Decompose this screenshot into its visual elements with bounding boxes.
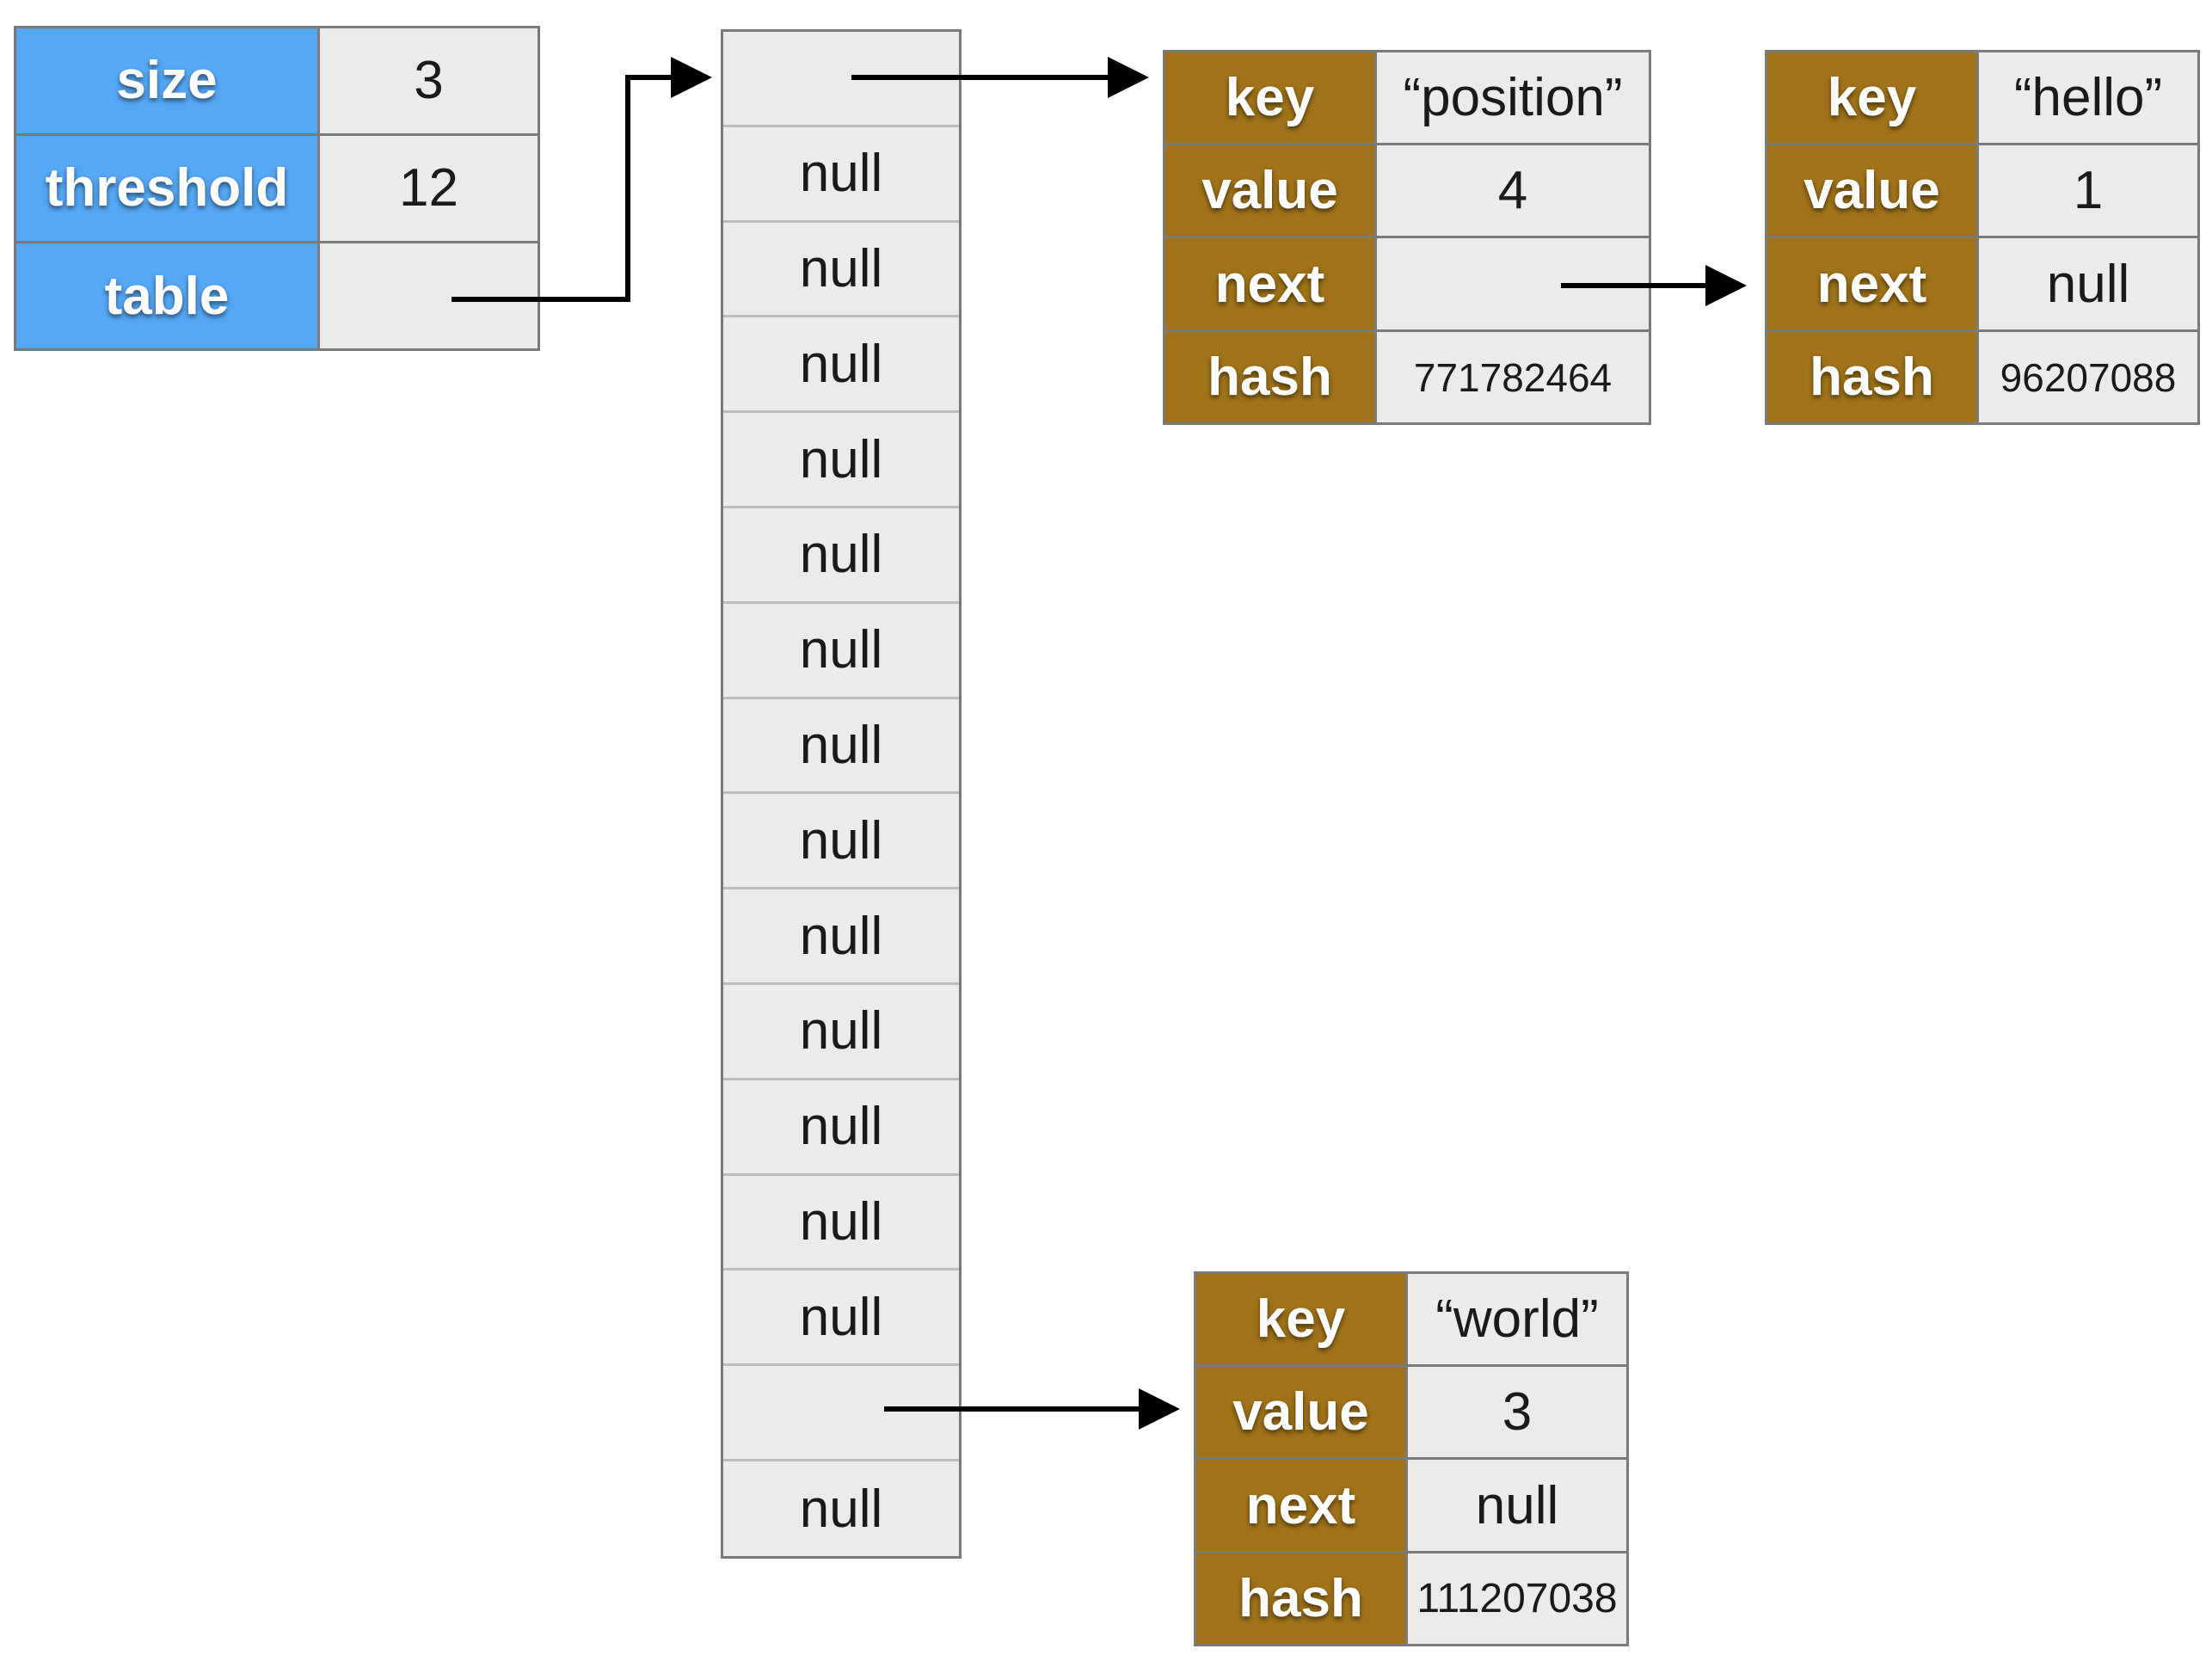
table-label: table (16, 241, 320, 348)
entry-value-label: value (1165, 142, 1377, 239)
entry-key-label: key (1196, 1274, 1408, 1367)
entry-next-label: next (1165, 236, 1377, 333)
entry-key-label: key (1165, 52, 1377, 145)
entry-value-label: value (1767, 142, 1979, 239)
table-slot-14 (723, 1366, 959, 1461)
entry-key-label: key (1767, 52, 1979, 145)
hashmap-object: size 3 threshold 12 table (14, 26, 540, 351)
entry-key-value: “hello” (1976, 52, 2197, 145)
table-pointer-cell (317, 241, 538, 348)
table-slot-12: null (723, 1176, 959, 1271)
table-slot-3: null (723, 317, 959, 414)
table-slot-15: null (799, 1479, 883, 1539)
table-slot-5: null (723, 508, 959, 604)
hashmap-threshold-row: threshold 12 (16, 132, 538, 244)
threshold-label: threshold (16, 132, 320, 244)
entry-value-value: 3 (1405, 1363, 1626, 1461)
table-slot-13: null (723, 1270, 959, 1367)
entry-hash-value: 96207088 (1976, 329, 2197, 422)
table-slot-6: null (723, 604, 959, 699)
entry-hash-label: hash (1767, 329, 1979, 422)
entry-next-label: next (1196, 1457, 1408, 1554)
entry-node-world: key “world” value 3 next null hash 11120… (1194, 1271, 1629, 1646)
table-slot-1: null (723, 127, 959, 223)
entry-node-hello: key “hello” value 1 next null hash 96207… (1765, 50, 2200, 425)
entry-hash-label: hash (1196, 1551, 1408, 1644)
table-slot-11: null (723, 1080, 959, 1176)
entry-next-value: null (1976, 236, 2197, 333)
size-label: size (16, 28, 320, 136)
entry-value-label: value (1196, 1363, 1408, 1461)
table-slot-7: null (723, 699, 959, 795)
entry-hash-label: hash (1165, 329, 1377, 422)
entry-next-label: next (1767, 236, 1979, 333)
table-slot-0 (723, 32, 959, 127)
hashmap-table-row: table (16, 241, 538, 348)
entry-value-value: 1 (1976, 142, 2197, 239)
size-value: 3 (317, 28, 538, 136)
entry-key-value: “world” (1405, 1274, 1626, 1367)
table-slot-4: null (723, 413, 959, 508)
table-slot-8: null (723, 794, 959, 890)
entry-hash-value: 771782464 (1374, 329, 1649, 422)
table-slot-9: null (723, 889, 959, 985)
threshold-value: 12 (317, 132, 538, 244)
entry-key-value: “position” (1374, 52, 1649, 145)
arrow-table-to-array (452, 57, 712, 302)
hashmap-size-row: size 3 (16, 28, 538, 136)
table-slot-2: null (723, 223, 959, 318)
entry-hash-value: 111207038 (1405, 1551, 1626, 1644)
entry-value-value: 4 (1374, 142, 1649, 239)
table-array: null null null null null null null null … (721, 29, 962, 1559)
table-slot-10: null (723, 985, 959, 1080)
entry-next-value: null (1405, 1457, 1626, 1554)
